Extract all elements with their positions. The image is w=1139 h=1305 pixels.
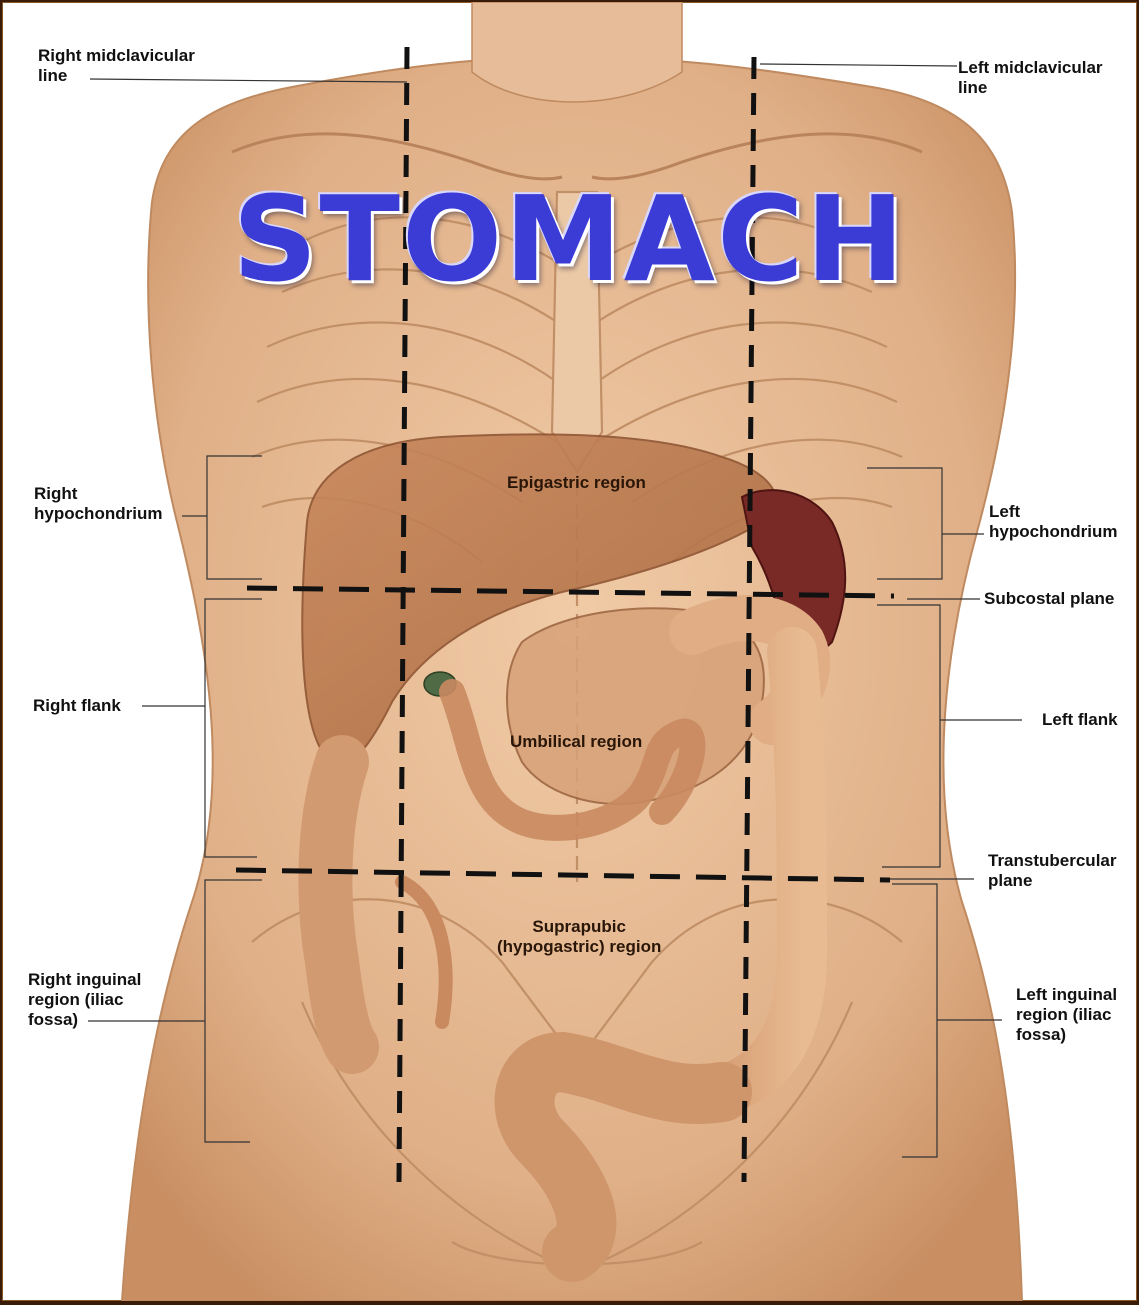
suprapubic-region-label: Suprapubic (hypogastric) region bbox=[497, 917, 661, 957]
umbilical-region-label: Umbilical region bbox=[510, 732, 642, 752]
right-hypochondrium-label: Right hypochondrium bbox=[34, 484, 162, 524]
left-hypochondrium-label: Left hypochondrium bbox=[989, 502, 1117, 542]
left-midclavicular-line-label: Left midclavicular line bbox=[958, 58, 1103, 98]
subcostal-plane-label: Subcostal plane bbox=[984, 589, 1114, 609]
left-inguinal-region-label: Left inguinal region (iliac fossa) bbox=[1016, 985, 1117, 1045]
epigastric-region-label: Epigastric region bbox=[507, 473, 646, 493]
left-flank-label: Left flank bbox=[1042, 710, 1118, 730]
right-flank-label: Right flank bbox=[33, 696, 121, 716]
ascending-colon bbox=[325, 762, 352, 1047]
transtubercular-plane-label: Transtubercular plane bbox=[988, 851, 1117, 891]
neck bbox=[472, 2, 682, 102]
right-inguinal-region-label: Right inguinal region (iliac fossa) bbox=[28, 970, 141, 1030]
stomach-overlay-title: STOMACH bbox=[2, 170, 1137, 308]
right-midclavicular-line-label: Right midclavicular line bbox=[38, 46, 195, 86]
